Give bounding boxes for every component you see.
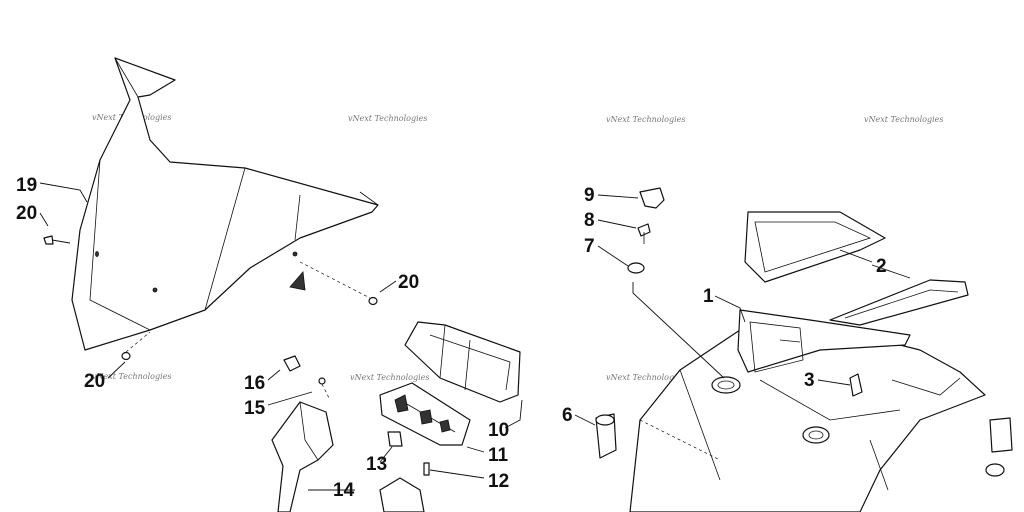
callout-6: 6 (562, 405, 573, 426)
callout-19: 19 (16, 175, 37, 196)
callout-14: 14 (333, 480, 355, 501)
gauge-bracket (379, 382, 471, 446)
callout-7: 7 (584, 236, 595, 257)
callout-16: 16 (244, 373, 265, 394)
leader-lines (39, 182, 911, 491)
watermark-5: vNext Technologies (92, 372, 171, 381)
callout-3: 3 (804, 370, 815, 391)
callout-13: 13 (366, 454, 387, 475)
instrument-gauge (404, 321, 521, 403)
watermark-3: vNext Technologies (606, 115, 685, 124)
watermark-2: vNext Technologies (348, 114, 427, 123)
windshield (71, 57, 379, 351)
callout-11: 11 (488, 445, 509, 466)
ignition-assembly (595, 187, 1013, 477)
callout-20-right: 20 (398, 272, 419, 293)
callout-20-left: 20 (16, 203, 37, 224)
watermark-7: vNext Technologies (606, 373, 685, 382)
bracket-hardware (283, 355, 430, 476)
callout-15: 15 (244, 398, 266, 419)
watermark-6: vNext Technologies (350, 373, 429, 382)
callout-1: 1 (703, 286, 714, 307)
lower-bracket (271, 401, 425, 512)
callout-20-bottom: 20 (84, 371, 105, 392)
watermark-4: vNext Technologies (864, 115, 943, 124)
callout-10: 10 (488, 420, 509, 441)
windshield-fasteners (43, 235, 378, 361)
callout-2: 2 (876, 256, 887, 277)
callout-9: 9 (584, 185, 595, 206)
callout-labels: 19 20 20 20 16 15 10 11 12 13 14 1 2 3 6… (16, 175, 887, 501)
vent-panels (744, 211, 969, 326)
callout-12: 12 (488, 471, 509, 492)
callout-8: 8 (584, 210, 595, 231)
front-hood (629, 309, 986, 512)
